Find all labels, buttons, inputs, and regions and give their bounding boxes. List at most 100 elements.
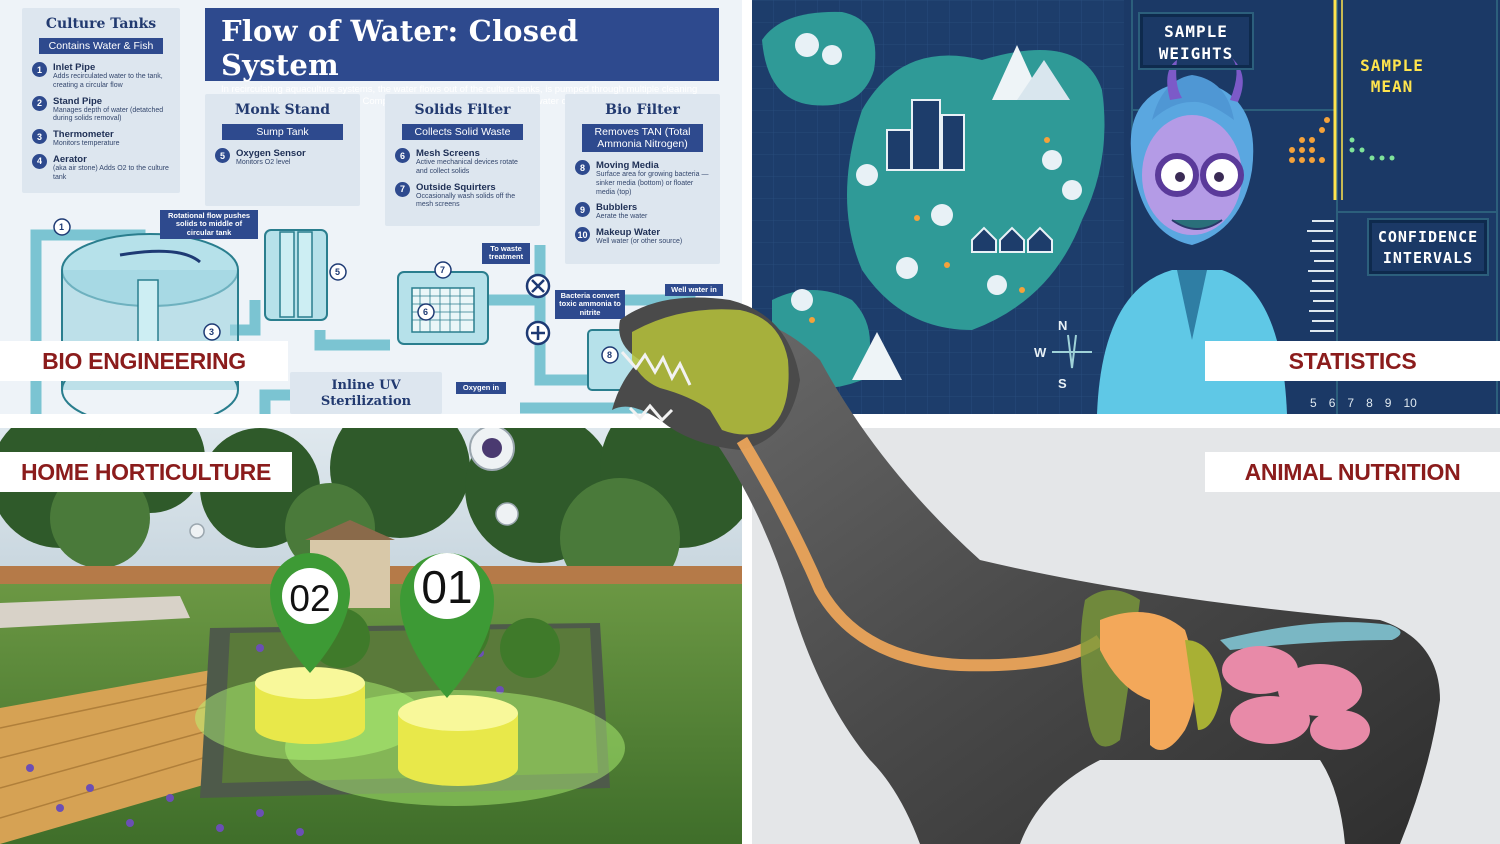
item-number: 3 xyxy=(32,129,47,144)
item-desc: Monitors O2 level xyxy=(236,159,291,166)
item-number: 5 xyxy=(215,148,230,163)
compass-w: W xyxy=(1034,345,1047,360)
item-title: Thermometer xyxy=(53,129,114,140)
item-title: Makeup Water xyxy=(596,227,661,238)
item-title: Moving Media xyxy=(596,160,659,171)
item-number: 6 xyxy=(395,148,410,163)
culture-tanks-card: Culture Tanks Contains Water & Fish 1 Inl… xyxy=(22,8,180,193)
item-desc: Manages depth of water (detatched during… xyxy=(53,106,164,123)
item-number: 7 xyxy=(395,181,410,197)
callout-oxygen: Oxygen in xyxy=(456,382,506,395)
marker-label-01: 01 xyxy=(421,561,473,613)
item-number: 2 xyxy=(32,95,47,111)
monk-stand-title: Monk Stand xyxy=(234,102,331,118)
sample-weights-label: SAMPLE WEIGHTS xyxy=(1138,12,1254,70)
svg-text:3: 3 xyxy=(209,327,214,337)
item-title: Outside Squirters xyxy=(416,181,496,193)
item-number: 9 xyxy=(575,202,590,218)
bio-filter-sub: Removes TAN (Total Ammonia Nitrogen) xyxy=(581,124,704,152)
item-number: 10 xyxy=(575,227,590,242)
item-desc: Monitors temperature xyxy=(53,140,120,147)
item-number: 4 xyxy=(32,153,47,169)
item-desc: Occasionally wash solids off the mesh sc… xyxy=(416,192,516,209)
solids-filter-sub: Collects Solid Waste xyxy=(401,124,524,140)
uv-card: Inline UV Sterilization xyxy=(290,372,442,414)
item-title: Inlet Pipe xyxy=(53,62,96,73)
sample-mean-label: SAMPLE MEAN xyxy=(1360,56,1424,96)
flow-title: Flow of Water: Closed System xyxy=(221,14,579,82)
item-title: Aerator xyxy=(53,153,87,165)
item-body: Aerator(aka air stone) Adds O2 to the cu… xyxy=(53,154,170,183)
compass-n: N xyxy=(1058,318,1068,333)
axis-tick: 9 xyxy=(1384,396,1392,410)
item-title: Stand Pipe xyxy=(53,95,103,107)
uv-title: Inline UV Sterilization xyxy=(320,378,412,409)
item-desc: Aerate the water xyxy=(596,213,648,221)
garden-scene xyxy=(0,428,742,844)
label-statistics: STATISTICS xyxy=(1205,341,1500,381)
axis-tick: 5 xyxy=(1310,396,1317,410)
solids-filter-card: Solids Filter Collects Solid Waste 6 Mesh… xyxy=(385,94,540,226)
marker-label-02: 02 xyxy=(289,578,331,619)
item-desc: Active mechanical devices rotate and col… xyxy=(416,159,518,175)
item-number: 8 xyxy=(575,160,590,175)
axis-tick: 10 xyxy=(1403,396,1417,410)
label-animal-nutrition: ANIMAL NUTRITION xyxy=(1205,452,1500,492)
culture-tanks-title: Culture Tanks xyxy=(45,16,157,32)
monk-stand-sub: Sump Tank xyxy=(221,124,344,140)
svg-text:5: 5 xyxy=(335,267,340,277)
item-desc: Surface area for growing bacteria — sink… xyxy=(596,171,709,196)
list-item: 4 Aerator(aka air stone) Adds O2 to the c… xyxy=(32,153,170,183)
item-desc: Adds recirculated water to the tank, cre… xyxy=(53,73,163,89)
item-desc: Well water (or other source) xyxy=(596,238,683,245)
item-title: Mesh Screens xyxy=(416,148,480,159)
bio-filter-card: Bio Filter Removes TAN (Total Ammonia Ni… xyxy=(565,94,720,264)
svg-text:8: 8 xyxy=(607,350,612,360)
culture-tanks-sub: Contains Water & Fish xyxy=(38,38,164,54)
item-title: Oxygen Sensor xyxy=(236,148,306,159)
svg-text:6: 6 xyxy=(423,307,428,317)
axis-tick: 8 xyxy=(1366,396,1373,410)
label-home-horticulture: HOME HORTICULTURE xyxy=(0,452,292,492)
item-desc: (aka air stone) Adds O2 to the culture t… xyxy=(53,164,169,181)
solids-filter-title: Solids Filter xyxy=(414,102,511,118)
stats-axis: 5 6 7 8 9 10 xyxy=(1310,396,1417,410)
callout-waste: To waste treatment xyxy=(482,243,530,264)
item-number: 1 xyxy=(32,62,47,77)
callout-rotational: Rotational flow pushes solids to middle … xyxy=(160,210,258,239)
confidence-intervals-label: CONFIDENCE INTERVALS xyxy=(1367,218,1489,276)
axis-tick: 7 xyxy=(1347,396,1355,410)
callout-bacteria: Bacteria convert toxic ammonia to nitrit… xyxy=(555,290,625,319)
bio-filter-title: Bio Filter xyxy=(605,102,680,118)
compass-s: S xyxy=(1058,376,1067,391)
axis-tick: 6 xyxy=(1328,396,1336,410)
home-horticulture-panel: 02 01 xyxy=(0,428,742,844)
svg-text:1: 1 xyxy=(59,222,64,232)
label-bio-engineering: BIO ENGINEERING xyxy=(0,341,288,381)
svg-text:7: 7 xyxy=(440,265,445,275)
